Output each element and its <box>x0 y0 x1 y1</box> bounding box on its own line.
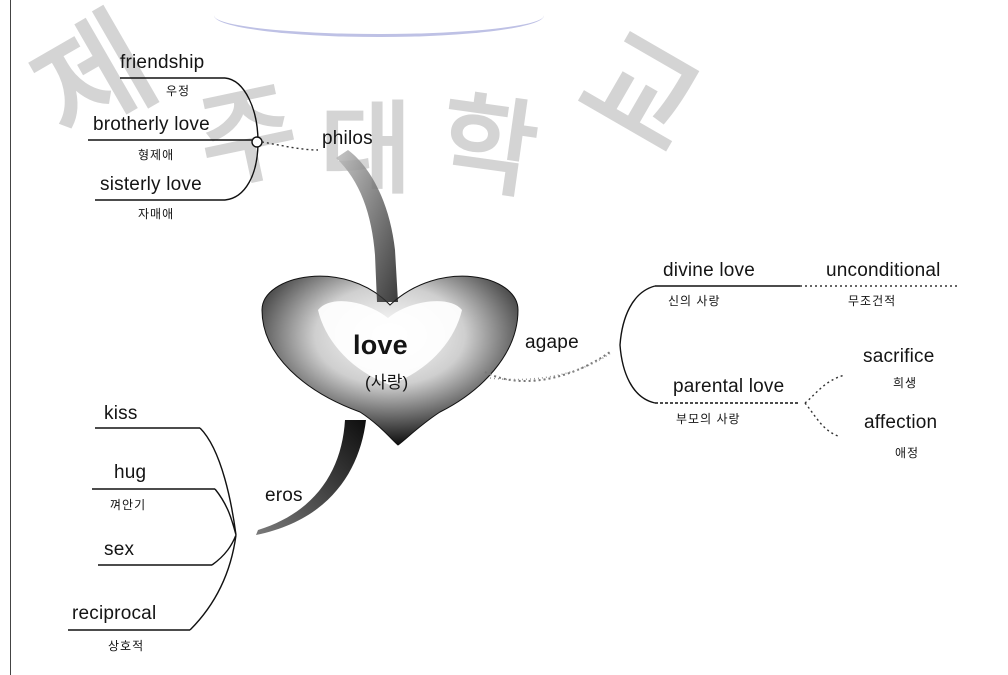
agape-item-label: parental love <box>673 376 784 398</box>
agape-item-label: sacrifice <box>863 346 934 368</box>
philos-dotted-link <box>262 142 318 150</box>
philos-item-korean: 자매애 <box>138 205 174 222</box>
branch-agape: agape <box>525 332 579 354</box>
agape-link-2 <box>490 352 612 380</box>
agape-item-label: unconditional <box>826 260 941 282</box>
agape-item-label: affection <box>864 412 937 434</box>
eros-stem <box>256 420 366 535</box>
link-parental-sacrifice <box>805 375 845 403</box>
agape-item-label: divine love <box>663 260 755 282</box>
agape-item-korean: 부모의 사랑 <box>676 410 741 427</box>
agape-item-korean: 무조건적 <box>848 292 896 309</box>
agape-bracket <box>620 286 655 403</box>
eros-item-korean: 껴안기 <box>110 496 146 513</box>
link-parental-affection <box>805 403 838 436</box>
eros-item-korean: 상호적 <box>108 637 144 654</box>
philos-item-label: brotherly love <box>93 114 210 136</box>
philos-item-label: sisterly love <box>100 174 202 196</box>
philos-node <box>252 137 262 147</box>
agape-item-korean: 신의 사랑 <box>668 292 721 309</box>
center-label: love <box>353 330 408 361</box>
eros-item-label: kiss <box>104 403 138 425</box>
eros-item-label: hug <box>114 462 146 484</box>
branch-philos: philos <box>322 128 373 150</box>
eros-item-label: reciprocal <box>72 603 156 625</box>
center-korean: (사랑) <box>365 368 408 393</box>
eros-item-label: sex <box>104 539 134 561</box>
eros-bracket <box>190 428 236 630</box>
philos-item-korean: 형제애 <box>138 146 174 163</box>
philos-item-label: friendship <box>120 52 204 74</box>
philos-item-korean: 우정 <box>166 82 190 99</box>
agape-item-korean: 애정 <box>895 444 919 461</box>
branch-eros: eros <box>265 485 303 507</box>
agape-item-korean: 희생 <box>893 374 917 391</box>
